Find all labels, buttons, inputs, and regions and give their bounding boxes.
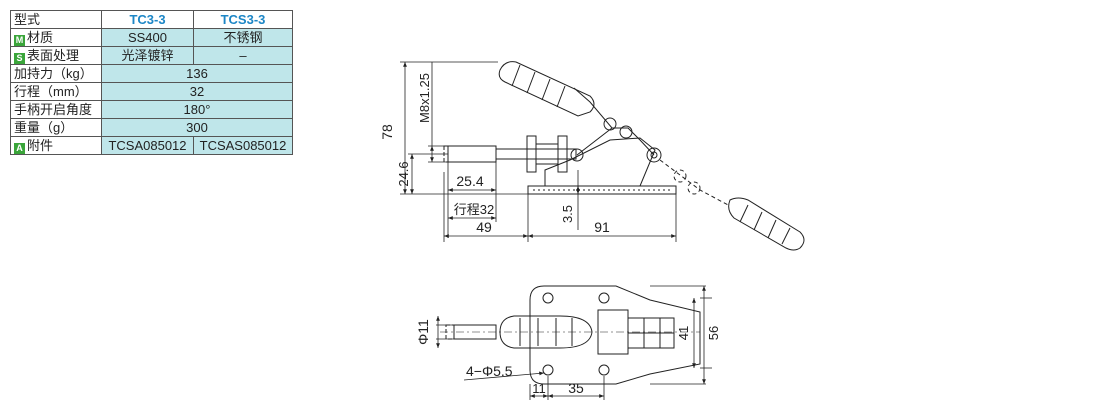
weight-value: 300 — [101, 118, 293, 137]
stroke-value: 32 — [101, 82, 293, 101]
side-handle-open — [659, 159, 731, 207]
surface-value-1: 光泽镀锌 — [101, 46, 194, 65]
header-model-1: TC3-3 — [101, 10, 194, 29]
top-dimensions — [436, 285, 712, 400]
side-body-bracket — [544, 137, 656, 187]
top-hole-2 — [598, 292, 610, 304]
angle-label: 手柄开启角度 — [10, 100, 102, 119]
weight-label: 重量（g） — [10, 118, 102, 137]
side-view — [443, 61, 805, 251]
side-handle-arm — [573, 87, 613, 129]
dim-base-thick: 3.5 — [560, 205, 575, 223]
accessory-label: 附件 — [27, 138, 54, 153]
side-handle-grip — [498, 61, 595, 117]
dim-left-len: 49 — [476, 219, 492, 235]
side-dimensions — [400, 61, 677, 242]
material-badge-icon: M — [14, 35, 25, 46]
side-pivot-1 — [570, 148, 584, 162]
accessory-badge-icon: A — [14, 143, 25, 154]
dim-base-len: 91 — [594, 219, 610, 235]
dim-offset: 11 — [532, 381, 546, 396]
dim-stroke: 行程32 — [454, 202, 494, 217]
surface-value-2: – — [193, 46, 293, 65]
side-link-arm — [576, 127, 655, 156]
side-handle-open-grip — [728, 197, 805, 251]
top-hole-1 — [542, 292, 554, 304]
side-nut-1 — [526, 135, 537, 173]
accessory-value-2: TCSAS085012 — [193, 136, 293, 155]
top-hole-3 — [542, 364, 554, 376]
header-label: 型式 — [10, 10, 102, 29]
dim-dia: Φ11 — [415, 319, 431, 345]
side-plunger-extended — [443, 145, 497, 163]
dim-inner-width: 41 — [676, 326, 691, 340]
side-nut-2 — [557, 135, 568, 173]
side-plunger — [447, 145, 497, 163]
top-hole-4 — [598, 364, 610, 376]
dim-thread: M8x1.25 — [417, 73, 432, 123]
header-model-2: TCS3-3 — [193, 10, 293, 29]
force-value: 136 — [101, 64, 293, 83]
side-guide-block — [535, 143, 559, 165]
dim-hole-pitch: 35 — [568, 380, 584, 396]
material-value-2: 不锈钢 — [193, 28, 293, 47]
top-base-plate — [529, 285, 701, 385]
dim-outer-width: 56 — [706, 326, 721, 340]
surface-label: 表面处理 — [27, 48, 80, 63]
dim-holes: 4−Φ5.5 — [466, 363, 513, 379]
surface-badge-icon: S — [14, 53, 25, 64]
side-link-bolt-2 — [619, 125, 633, 139]
dim-height-total: 78 — [379, 124, 395, 140]
spec-row-weight: 重量（g） 300 — [10, 118, 293, 137]
spec-row-force: 加持力（kg） 136 — [10, 64, 293, 83]
side-link-bolt-1 — [603, 117, 617, 131]
side-pivot-2-inner — [650, 151, 658, 159]
top-view — [440, 285, 701, 385]
angle-value: 180° — [101, 100, 293, 119]
dim-axis-height: 24.6 — [396, 161, 411, 186]
side-base-plate — [527, 185, 677, 195]
spec-row-angle: 手柄开启角度 180° — [10, 100, 293, 119]
accessory-value-1: TCSA085012 — [101, 136, 194, 155]
dim-plunger-len: 25.4 — [456, 173, 483, 189]
spec-row-stroke: 行程（mm） 32 — [10, 82, 293, 101]
spec-header-row: 型式 TC3-3 TCS3-3 — [10, 10, 293, 29]
material-label: 材质 — [27, 30, 54, 45]
top-knob — [499, 315, 593, 349]
side-pivot-2 — [646, 147, 662, 163]
material-value-1: SS400 — [101, 28, 194, 47]
